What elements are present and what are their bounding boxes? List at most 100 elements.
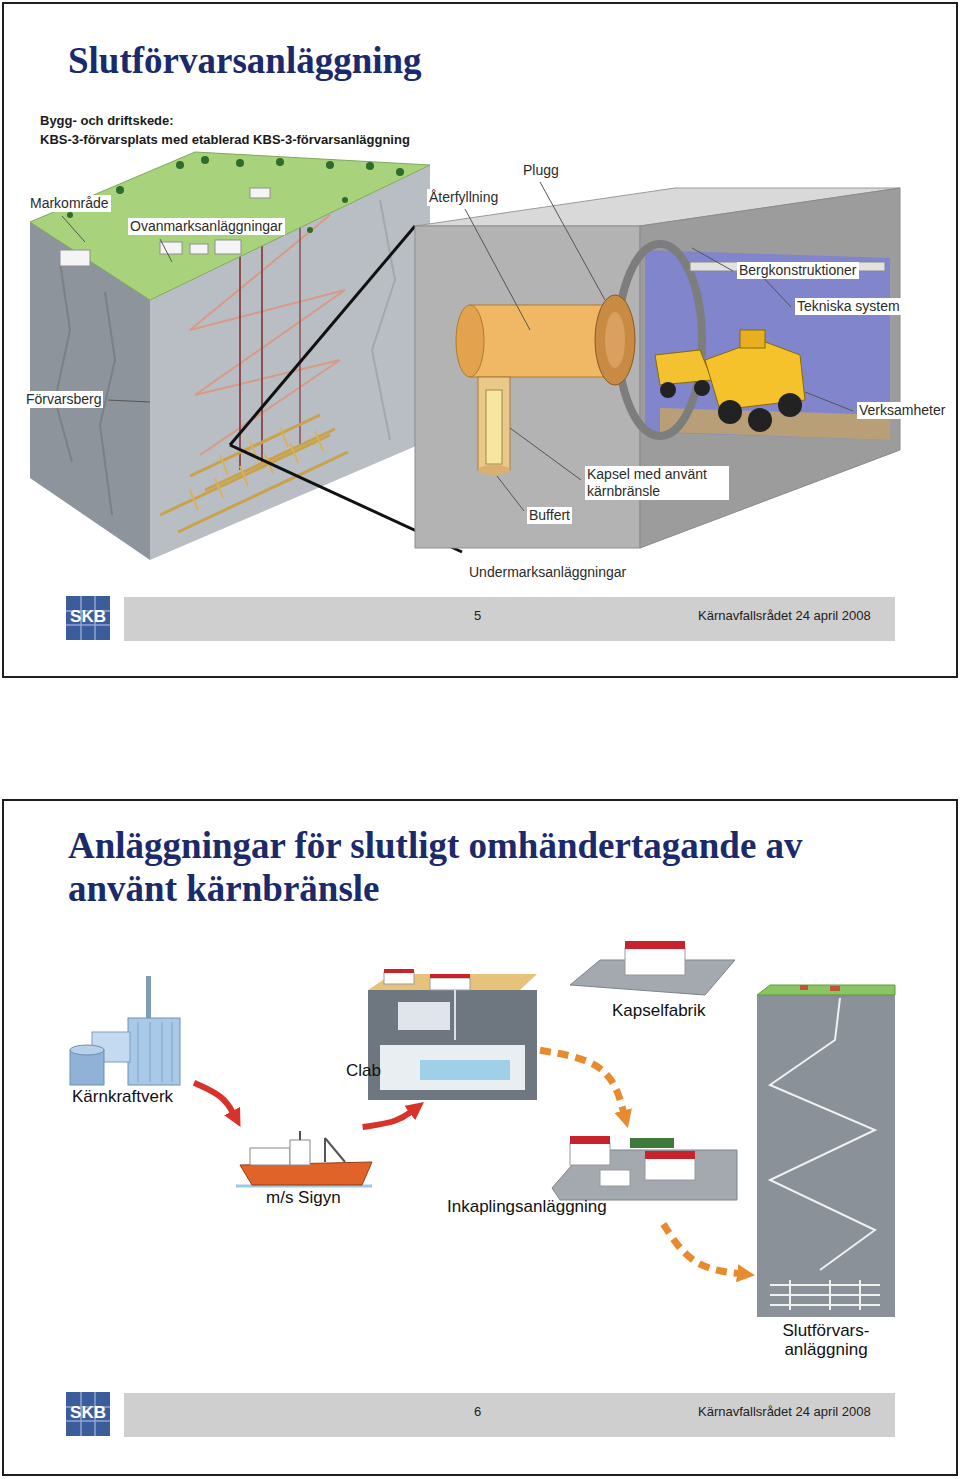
leader-line <box>465 209 530 330</box>
flow-arrow <box>194 1083 235 1116</box>
footer-text: Kärnavfallsrådet 24 april 2008 <box>698 608 871 624</box>
rock-block <box>60 250 90 266</box>
rock-block <box>366 162 374 170</box>
callout-label: Tekniska system <box>795 298 902 315</box>
skb-logo <box>66 1406 110 1408</box>
encapsulation-plant-illustration <box>600 1170 630 1186</box>
rock-block <box>160 415 348 532</box>
leader-line <box>160 239 172 262</box>
leader-line <box>230 226 415 445</box>
repository-illustration <box>789 1280 791 1310</box>
tunnel-section <box>655 350 712 385</box>
rock-block <box>190 490 198 510</box>
tunnel-section <box>718 400 742 424</box>
callout-label: Plugg <box>521 162 561 179</box>
skb-logo <box>66 596 110 640</box>
tunnel-section <box>660 408 890 440</box>
nuclear-plant-illustration <box>172 1022 173 1082</box>
encapsulation-plant-illustration <box>645 1158 695 1180</box>
skb-logo <box>66 596 110 1436</box>
tunnel-section <box>645 250 890 440</box>
rock-block <box>261 222 263 462</box>
encapsulation-plant-illustration <box>552 1136 737 1200</box>
capsule-factory-illustration <box>570 941 735 995</box>
tunnel-section <box>478 377 510 470</box>
tunnel-section <box>478 465 510 475</box>
facility-label: Inkaplingsanläggning <box>447 1198 607 1217</box>
tunnel-section <box>595 295 635 385</box>
capsule-factory-illustration <box>625 948 685 975</box>
repository-illustration <box>770 998 875 1270</box>
rock-block <box>205 429 335 490</box>
tunnel-section <box>415 226 640 548</box>
tunnel-section <box>660 382 676 398</box>
skb-logo <box>94 596 96 640</box>
tunnel-section <box>640 188 900 548</box>
footer-bar <box>124 1393 895 1437</box>
facility-node: Clab <box>340 966 540 1102</box>
rock-block <box>372 200 395 440</box>
page-number: 6 <box>474 1404 481 1420</box>
clab-illustration <box>368 990 537 1100</box>
rock-block <box>116 186 124 194</box>
rock-block <box>160 435 330 515</box>
leader-line <box>510 428 581 480</box>
slide-panel: Anläggningar för slutligt omhändertagand… <box>2 799 958 1476</box>
rock-block <box>276 158 284 166</box>
skb-logo <box>66 624 110 626</box>
nuclear-plant-illustration <box>70 976 180 1085</box>
footer-bar <box>124 597 895 641</box>
leader-line <box>540 182 605 300</box>
nuclear-plant-illustration <box>146 976 151 1021</box>
rock-block <box>326 161 334 169</box>
clab-illustration <box>368 969 537 1100</box>
facility-label: Clab <box>346 1062 381 1081</box>
rock-block <box>86 201 94 209</box>
repository-illustration <box>757 995 895 1317</box>
leader-line <box>692 248 733 271</box>
callout-label: Markområde <box>28 195 111 212</box>
leader-line <box>805 392 853 411</box>
tunnel-section <box>456 305 484 377</box>
encapsulation-plant-illustration <box>630 1138 674 1148</box>
facility-node: Inkaplingsanläggning <box>445 1128 740 1224</box>
rock-block <box>250 188 270 198</box>
tunnel-section <box>415 188 900 548</box>
nuclear-plant-illustration <box>150 1022 151 1082</box>
callout-label: Kapsel med använt kärnbränsle <box>585 466 729 500</box>
rock-block <box>55 262 72 462</box>
rock-block <box>176 161 184 169</box>
ship-illustration <box>250 1148 290 1165</box>
repository-illustration <box>757 985 895 995</box>
logo-text: SKB <box>66 1403 110 1423</box>
encapsulation-plant-illustration <box>645 1151 695 1159</box>
rock-block <box>240 466 248 486</box>
rock-block <box>201 156 209 164</box>
repository-illustration <box>830 986 840 991</box>
repository-illustration <box>800 985 808 990</box>
skb-logo <box>66 596 110 640</box>
footer-bar <box>124 597 895 1437</box>
rock-block <box>396 168 404 176</box>
leader-line <box>108 400 150 402</box>
repository-illustration <box>757 985 895 1317</box>
facility-node: m/s Sigyn <box>232 1127 374 1215</box>
rock-block <box>190 244 208 254</box>
clab-illustration <box>380 1045 525 1090</box>
tunnel-section <box>470 305 612 377</box>
nuclear-plant-illustration <box>138 1022 172 1082</box>
repository-illustration <box>770 1294 880 1296</box>
ship-illustration <box>324 1138 326 1162</box>
logo-text: SKB <box>66 607 110 627</box>
facility-node: Kärnkraftverk <box>66 972 194 1114</box>
skb-logo <box>80 1392 82 1436</box>
rock-block <box>215 478 223 498</box>
skb-logo <box>66 1392 110 1436</box>
nuclear-plant-illustration <box>70 1045 104 1055</box>
leader-line <box>760 274 791 307</box>
repository-illustration <box>770 1284 880 1286</box>
ship-illustration <box>325 1138 345 1162</box>
clab-illustration <box>430 974 470 978</box>
